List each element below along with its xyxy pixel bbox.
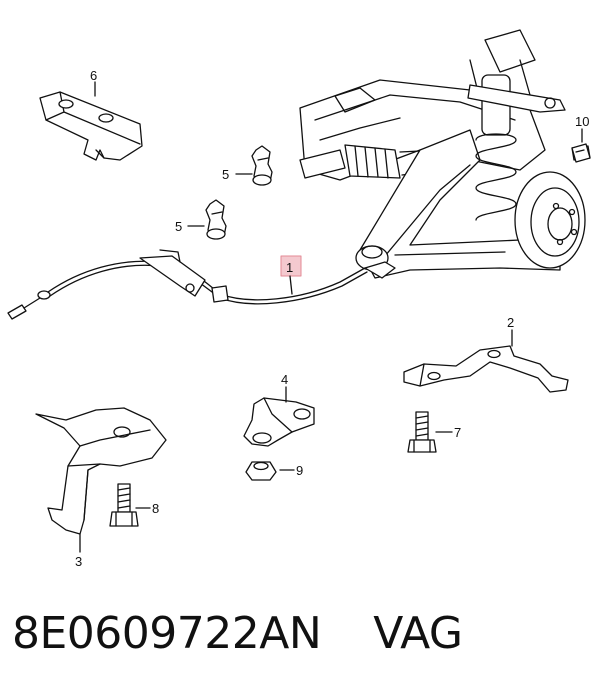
bolt-part-7 bbox=[407, 411, 437, 453]
clip-part-5-lower bbox=[205, 199, 227, 240]
rear-suspension-assembly bbox=[299, 29, 591, 279]
handbrake-cable bbox=[7, 249, 396, 320]
bracket-part-3 bbox=[35, 407, 167, 535]
callout-label-9: 9 bbox=[296, 463, 303, 478]
part-number: 8E0609722AN bbox=[12, 608, 322, 659]
callout-label-4: 4 bbox=[281, 372, 288, 387]
callout-label-5b: 5 bbox=[175, 219, 182, 234]
callout-label-2: 2 bbox=[507, 315, 514, 330]
clip-part-5-upper bbox=[251, 145, 273, 186]
brand-label: VAG bbox=[373, 608, 463, 659]
nut-part-9 bbox=[245, 461, 277, 481]
exploded-parts-diagram: 1 2 3 4 5 5 6 7 8 9 10 bbox=[7, 29, 591, 569]
bracket-part-6 bbox=[39, 91, 143, 161]
callout-label-5a: 5 bbox=[222, 167, 229, 182]
bracket-part-4 bbox=[243, 397, 315, 447]
bolt-part-8 bbox=[109, 483, 139, 527]
bracket-part-2 bbox=[403, 345, 569, 393]
callout-1-leader bbox=[289, 275, 293, 295]
callout-label-1: 1 bbox=[286, 260, 293, 275]
callout-label-10: 10 bbox=[575, 114, 589, 129]
callout-label-8: 8 bbox=[152, 501, 159, 516]
clip-part-10 bbox=[571, 143, 591, 163]
callout-label-6: 6 bbox=[90, 68, 97, 83]
callout-label-7: 7 bbox=[454, 425, 461, 440]
callout-label-3: 3 bbox=[75, 554, 82, 569]
callout-1-highlight bbox=[280, 255, 302, 277]
part-number-caption: 8E0609722AN VAG bbox=[12, 608, 463, 659]
